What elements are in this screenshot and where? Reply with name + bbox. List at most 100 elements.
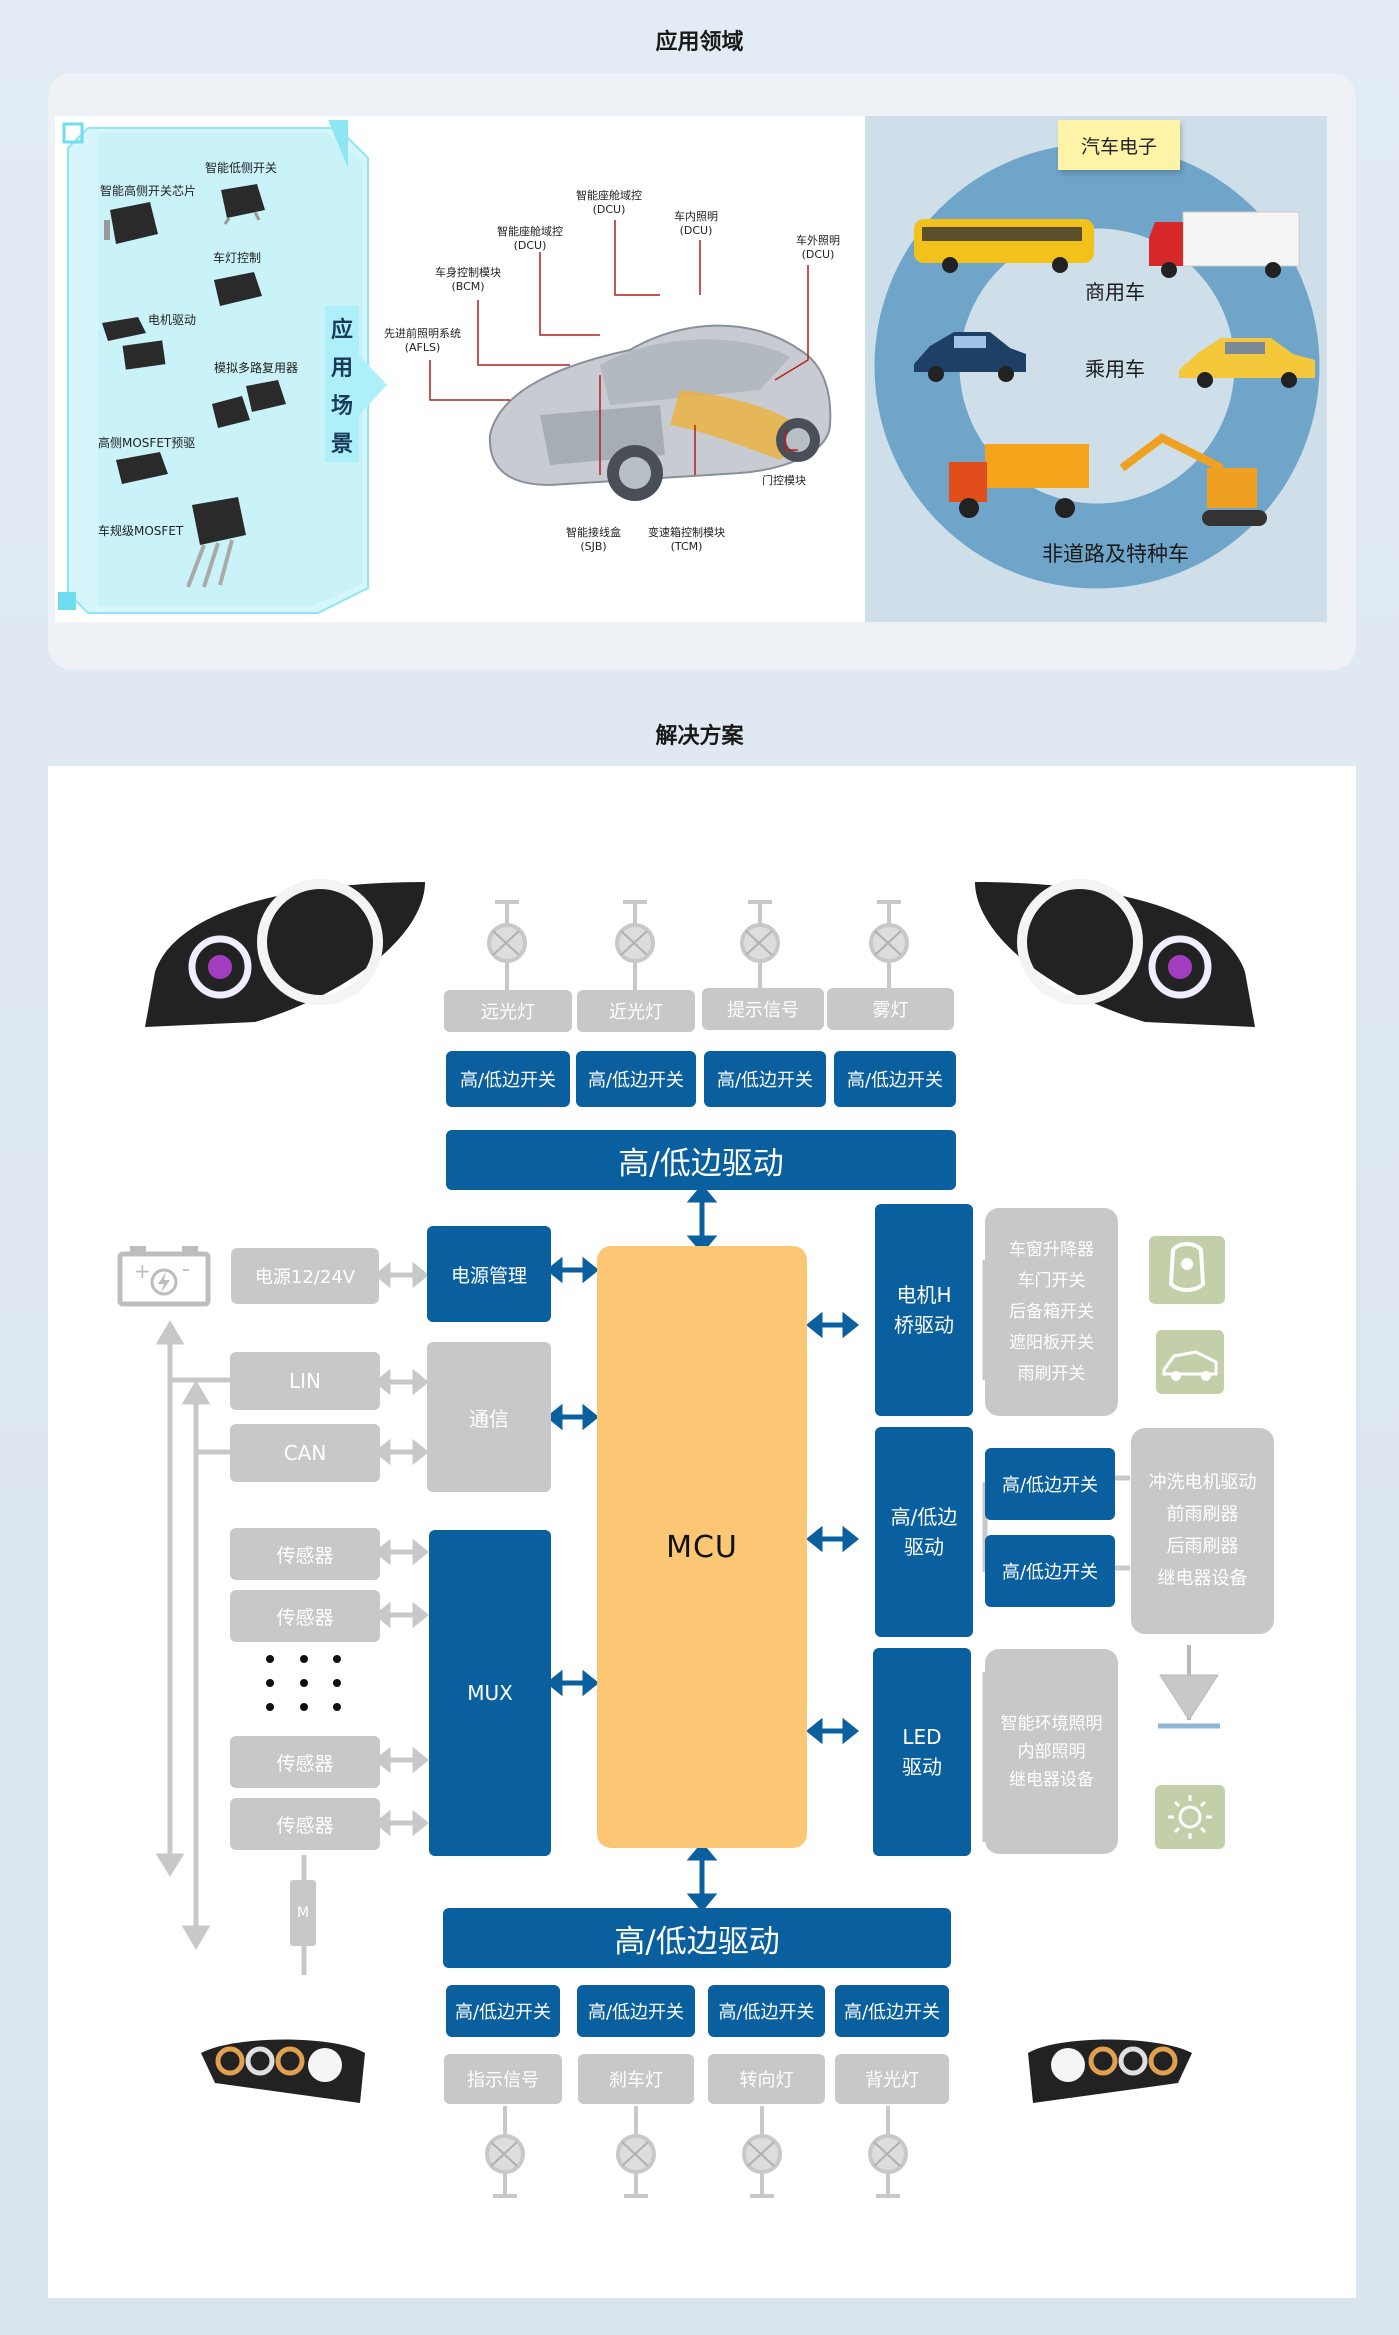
chip-analog-mux-icon [212, 380, 286, 428]
label-motor-drive: 电机驱动 [148, 313, 197, 327]
chip-frame [58, 120, 369, 614]
hl-drive-line2: 驱动 [904, 1535, 944, 1559]
motor-h-bridge: 电机H 桥驱动 [875, 1204, 973, 1416]
bottom-lamp-turn: 转向灯 [708, 2054, 825, 2104]
label-afls: 先进前照明系统(AFLS) [384, 327, 461, 355]
label-dcu-1-line1: 智能座舱域控 [497, 225, 563, 238]
label-sjb: 智能接线盒(SJB) [566, 526, 621, 554]
sensor-1: 传感器 [230, 1528, 380, 1580]
label-bcm-line2: (BCM) [451, 280, 485, 293]
scene-strip [325, 306, 359, 462]
label-afls-line2: (AFLS) [404, 341, 441, 354]
top-driver: 高/低边驱动 [446, 1130, 956, 1190]
label-commercial: 商用车 [1085, 280, 1145, 304]
led-drive-line2: 驱动 [902, 1755, 942, 1779]
chip-smart-high-side-icon [104, 202, 158, 244]
motor-h-bridge-line1: 电机H [896, 1283, 952, 1307]
label-smart-high-side: 智能高侧开关芯片 [100, 184, 197, 198]
motor-loads: 车窗升降器 车门开关 后备箱开关 遮阳板开关 雨刷开关 [985, 1208, 1118, 1416]
scene-char-4: 景 [330, 432, 353, 457]
chip-lamp-control-icon [214, 272, 262, 306]
bus-can: CAN [230, 1424, 380, 1482]
scene-arrow-icon [359, 355, 387, 415]
bottom-switch-1: 高/低边开关 [446, 1985, 560, 2037]
taxi-icon [1179, 338, 1315, 388]
label-interior-lighting: 车内照明(DCU) [674, 210, 718, 238]
top-switch-3: 高/低边开关 [704, 1051, 826, 1107]
hl-drive-line1: 高/低边 [890, 1505, 958, 1529]
svg-text:+: + [134, 1259, 151, 1283]
led-drive-line1: LED [902, 1725, 942, 1749]
communication: 通信 [427, 1342, 551, 1492]
power-source: 电源12/24V [231, 1248, 379, 1304]
scene-char-3: 场 [330, 394, 353, 419]
bottom-switch-4: 高/低边开关 [835, 1985, 949, 2037]
hl-switch-1: 高/低边开关 [985, 1448, 1115, 1520]
seat-icon [1149, 1236, 1225, 1304]
scene-label: 应 用 场 景 [325, 312, 359, 464]
label-analog-mux: 模拟多路复用器 [214, 361, 299, 375]
car-trunk-icon [1156, 1330, 1224, 1394]
chip-motor-drive-icon [102, 317, 166, 370]
label-lamp-control: 车灯控制 [213, 251, 262, 265]
taillight-left-icon [201, 2039, 365, 2103]
battery-icon: + - [117, 1246, 211, 1307]
dump-truck-icon [949, 444, 1089, 518]
hl-load-relay: 继电器设备 [1157, 1568, 1248, 1589]
label-exterior-line1: 车外照明 [796, 234, 840, 247]
label-passenger: 乘用车 [1085, 357, 1145, 381]
label-dcu-2: 智能座舱域控(DCU) [576, 189, 642, 217]
led-load-relay: 继电器设备 [1009, 1769, 1094, 1790]
label-exterior-line2: (DCU) [801, 248, 835, 261]
sensor-4: 传感器 [230, 1798, 380, 1850]
svg-text:-: - [182, 1257, 190, 1282]
bus-lin: LIN [230, 1352, 380, 1410]
excavator-icon [1119, 433, 1267, 526]
mux: MUX [429, 1530, 551, 1856]
truck-icon [1149, 211, 1300, 278]
label-offroad: 非道路及特种车 [1042, 542, 1189, 566]
taillight-right-icon [1028, 2039, 1192, 2103]
label-dcu-1: 智能座舱域控(DCU) [497, 225, 563, 253]
car-callout-lines [429, 220, 809, 475]
label-interior-line2: (DCU) [679, 224, 713, 237]
label-dcu-1-line2: (DCU) [513, 239, 547, 252]
led-loads: 智能环境照明 内部照明 继电器设备 [985, 1649, 1118, 1854]
scene-char-1: 应 [330, 318, 353, 343]
bottom-switch-3: 高/低边开关 [708, 1985, 825, 2037]
top-lamp-low-beam: 近光灯 [577, 990, 695, 1032]
motor-load-door: 车门开关 [1017, 1270, 1086, 1291]
bus-icon [914, 219, 1094, 273]
led-load-interior: 内部照明 [1017, 1741, 1086, 1762]
label-tcm-line2: (TCM) [670, 540, 703, 553]
label-smart-low-side: 智能低侧开关 [205, 161, 278, 175]
section-title-application: 应用领域 [655, 30, 744, 55]
car-illustration [488, 324, 832, 501]
mcu: MCU [597, 1246, 807, 1848]
motor-load-trunk: 后备箱开关 [1009, 1301, 1094, 1322]
chip-high-side-mosfet-icon [116, 452, 168, 484]
label-afls-line1: 先进前照明系统 [384, 327, 461, 340]
led-load-ambient: 智能环境照明 [1000, 1713, 1103, 1734]
chip-smart-low-side-icon [221, 184, 265, 225]
hl-switch-2: 高/低边开关 [985, 1535, 1115, 1607]
label-high-side-mosfet: 高侧MOSFET预驱 [98, 436, 196, 450]
label-tcm-line1: 变速箱控制模块 [648, 526, 725, 539]
led-drive: LED 驱动 [873, 1648, 971, 1856]
bottom-lamp-indicator: 指示信号 [444, 2054, 562, 2104]
label-dcu-2-line2: (DCU) [592, 203, 626, 216]
label-door-module: 门控模块 [762, 474, 806, 487]
top-lamp-fog: 雾灯 [827, 988, 954, 1030]
auto-electronics-tag: 汽车电子 [1058, 120, 1180, 170]
top-lamp-high-beam: 远光灯 [444, 990, 572, 1032]
sensor-3: 传感器 [230, 1736, 380, 1788]
hl-load-front-wiper: 前雨刷器 [1166, 1504, 1239, 1525]
light-bulb-icon [1155, 1785, 1225, 1849]
hl-load-rear-wiper: 后雨刷器 [1166, 1536, 1239, 1557]
label-interior-line1: 车内照明 [674, 210, 718, 223]
top-lamp-signal: 提示信号 [702, 988, 824, 1030]
headlight-left-icon [145, 879, 425, 1027]
label-bcm: 车身控制模块(BCM) [435, 266, 501, 294]
headlight-right-icon [975, 879, 1255, 1027]
top-switch-2: 高/低边开关 [576, 1051, 696, 1107]
